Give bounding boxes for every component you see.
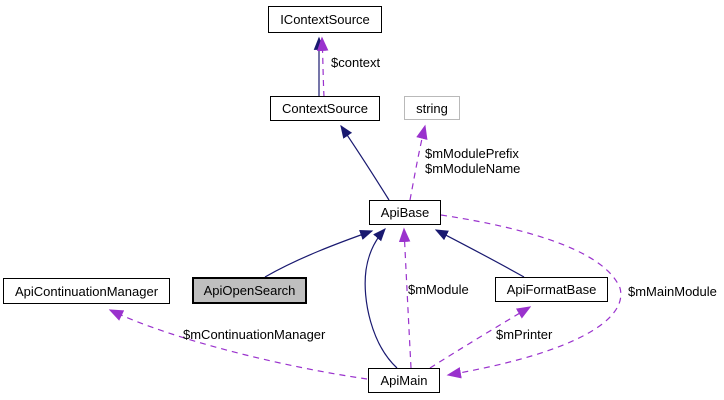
edge-label-line: $mModuleName xyxy=(425,161,521,176)
node-apibase[interactable]: ApiBase xyxy=(369,200,441,225)
edge-label-mmoduleprefix-mmodulename: $mModulePrefix $mModuleName xyxy=(425,146,520,176)
edge-label-line: $mModulePrefix xyxy=(425,146,519,161)
edge-apimain-apibase-mmodule xyxy=(398,227,412,369)
node-label: ApiFormatBase xyxy=(506,282,597,297)
node-contextsource[interactable]: ContextSource xyxy=(270,96,380,121)
edge-apimain-apiformatbase-mprinter xyxy=(429,306,532,369)
node-label: string xyxy=(416,100,448,116)
edge-label-context: $context xyxy=(331,55,381,70)
node-label: ApiBase xyxy=(380,205,430,220)
node-label: ApiOpenSearch xyxy=(203,283,296,298)
edge-label-mmodule: $mModule xyxy=(408,282,469,297)
edge-apibase-contextsource-inheritance xyxy=(340,124,390,201)
edge-apiformatbase-apibase-inheritance xyxy=(434,229,525,278)
node-icontextsource[interactable]: IContextSource xyxy=(268,6,382,33)
node-apiopensearch-current: ApiOpenSearch xyxy=(192,277,307,304)
edge-apimain-apibase-inheritance xyxy=(364,228,398,369)
edge-contextsource-icontextsource-context xyxy=(316,36,329,98)
edge-apimain-apicontinuationmanager-usage xyxy=(108,309,368,380)
node-label: ApiMain xyxy=(380,373,428,388)
edge-apiopensearch-apibase-inheritance xyxy=(264,229,374,278)
edge-apibase-apimain-mmainmodule xyxy=(440,214,622,379)
node-apiformatbase[interactable]: ApiFormatBase xyxy=(495,277,608,302)
node-string: string xyxy=(404,96,460,120)
node-label: IContextSource xyxy=(280,12,370,27)
edge-label-mcontinuationmanager: $mContinuationManager xyxy=(183,327,326,342)
edge-label-mmainmodule: $mMainModule xyxy=(628,284,717,299)
node-label: ContextSource xyxy=(282,101,368,116)
node-apimain[interactable]: ApiMain xyxy=(368,368,440,393)
edge-label-mprinter: $mPrinter xyxy=(496,327,553,342)
node-apicontinuationmanager[interactable]: ApiContinuationManager xyxy=(3,278,170,304)
node-label: ApiContinuationManager xyxy=(14,283,159,299)
edge-apibase-string-usage xyxy=(409,124,428,201)
